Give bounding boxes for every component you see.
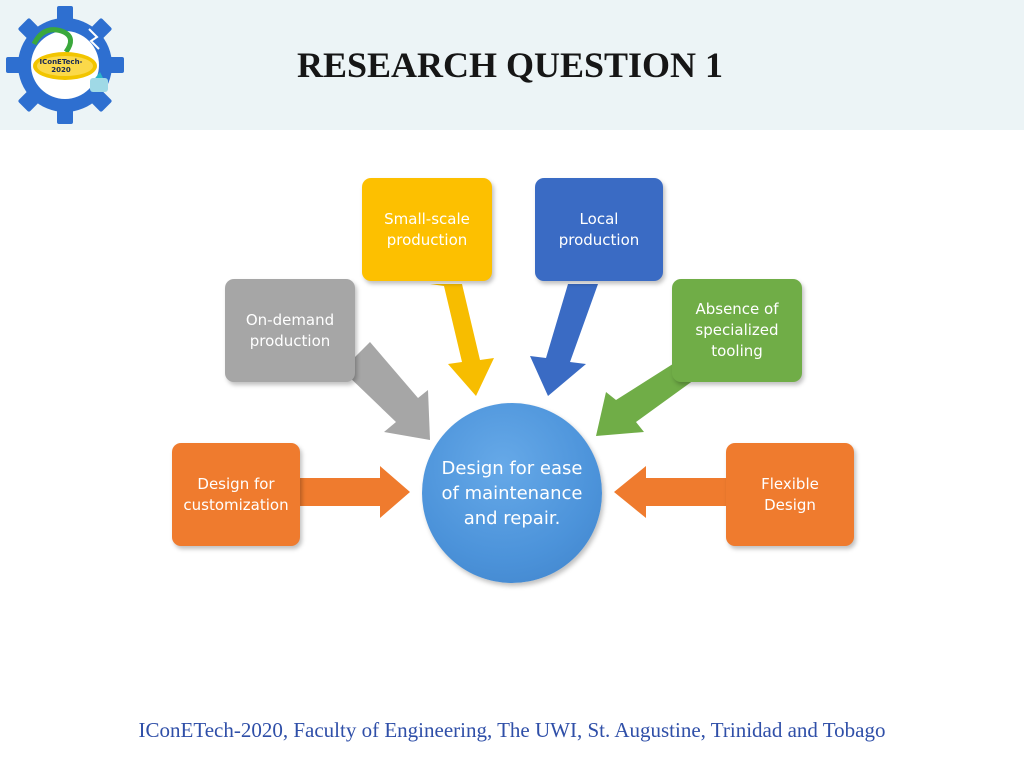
- node-label: Local production: [558, 209, 640, 249]
- node-label: On-demand production: [245, 310, 335, 350]
- node-flexible-design: Flexible Design: [726, 443, 854, 546]
- arrow-local: [530, 284, 598, 396]
- page-title: RESEARCH QUESTION 1: [296, 45, 724, 85]
- arrow-small-scale: [430, 284, 494, 396]
- center-node: Design for ease of maintenance and repai…: [422, 403, 602, 583]
- conference-logo: [6, 6, 124, 124]
- node-local: Local production: [535, 178, 663, 281]
- node-small-scale: Small-scale production: [362, 178, 492, 281]
- node-label: Small-scale production: [384, 209, 470, 249]
- arrow-customization: [300, 466, 410, 518]
- node-label: Design for customization: [183, 474, 289, 514]
- center-label: Design for ease of maintenance and repai…: [441, 457, 583, 529]
- node-customization: Design for customization: [172, 443, 300, 546]
- arrow-specialized: [596, 362, 694, 436]
- node-on-demand: On-demand production: [225, 279, 355, 382]
- logo-text: IConETech-2020: [39, 58, 83, 74]
- node-label: Flexible Design: [761, 474, 819, 514]
- arrow-on-demand: [344, 342, 430, 440]
- node-label: Absence of specialized tooling: [695, 300, 779, 360]
- node-specialized-tooling: Absence of specialized tooling: [672, 279, 802, 382]
- header-bar: IConETech-2020 RESEARCH QUESTION 1: [0, 0, 1024, 130]
- arrow-flexible: [614, 466, 726, 518]
- footer-text: IConETech-2020, Faculty of Engineering, …: [138, 718, 886, 742]
